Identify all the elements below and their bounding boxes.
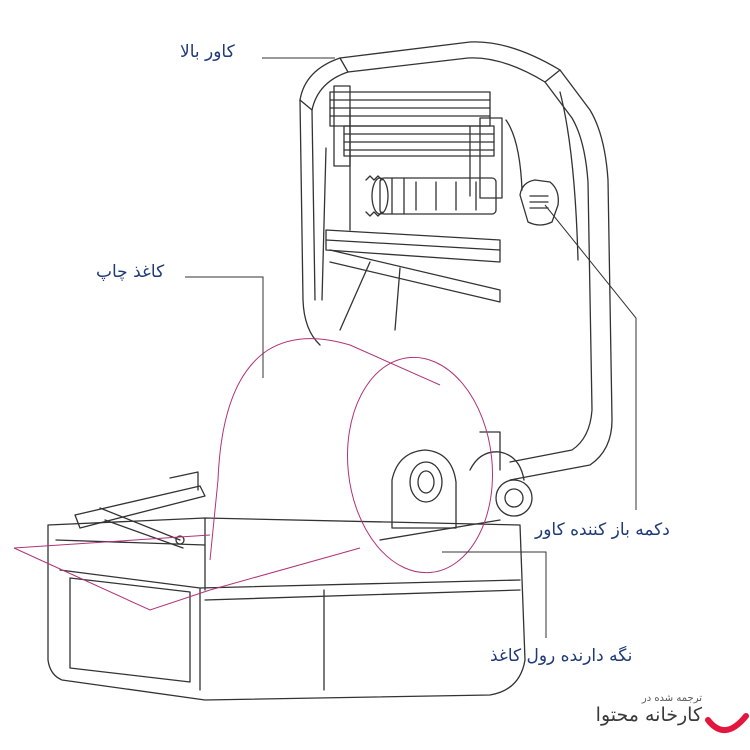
label-top-cover: کاور بالا [180,42,235,62]
brand-logo-icon [705,713,749,733]
paper-roll [13,338,493,611]
top-cover [299,41,613,481]
sensor-arm [74,471,206,549]
brand-translated-in: ترجمه شده در [641,693,702,704]
roll-holder-posts [379,431,533,541]
label-paper-roll-holder: نگه دارنده رول کاغذ [490,646,633,666]
printer-base [47,517,526,701]
label-cover-release-button: دکمه باز کننده کاور [535,520,670,540]
brand-name: کارخانه محتوا [595,704,702,726]
brand-watermark: ترجمه شده در کارخانه محتوا [596,693,702,726]
label-print-paper: کاغذ چاپ [96,262,165,282]
leader-lines [185,57,637,638]
ribbon-roller [365,175,497,217]
paper-guide-tray [325,229,501,331]
cover-release-button [519,179,559,226]
print-head-assembly [329,85,503,231]
